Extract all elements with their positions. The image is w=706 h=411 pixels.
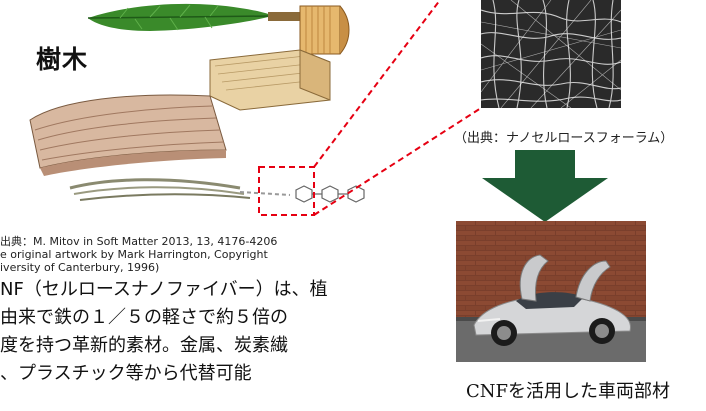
description-line: NF（セルロースナノファイバー）は、植 [0, 279, 328, 300]
fiber-bundle [29, 94, 227, 176]
description-line: 度を持つ革新的素材。金属、炭素繊 [0, 335, 288, 356]
down-arrow-icon [482, 150, 608, 222]
cellulose-molecule [295, 185, 365, 203]
leaf-shape [87, 3, 308, 31]
micrograph-source: （出典：ナノセルロースフォーラム） [454, 131, 674, 146]
wood-layers [209, 49, 331, 111]
source-caption-line: iversity of Canterbury, 1996) [0, 261, 160, 274]
car-caption: CNFを活用した車両部材 [465, 381, 670, 402]
source-caption: 出典：M. Mitov in Soft Matter 2013, 13, 417… [0, 235, 402, 274]
tree-label: 樹木 [36, 45, 89, 74]
microfibrils [69, 178, 291, 201]
tree-structure-illustration [29, 3, 365, 203]
description-line: 由来で鉄の１／５の軽さで約５倍の [0, 307, 288, 328]
cnf-description: NF（セルロースナノファイバー）は、植 由来で鉄の１／５の軽さで約５倍の 度を持… [0, 276, 402, 388]
source-caption-line: 出典：M. Mitov in Soft Matter 2013, 13, 417… [0, 235, 278, 248]
nanofiber-micrograph [481, 0, 621, 108]
source-caption-line: e original artwork by Mark Harrington, C… [0, 248, 268, 261]
trunk-section [299, 5, 350, 55]
cnf-concept-car-photo [456, 221, 646, 362]
description-line: 、プラスチック等から代替可能 [0, 363, 252, 384]
